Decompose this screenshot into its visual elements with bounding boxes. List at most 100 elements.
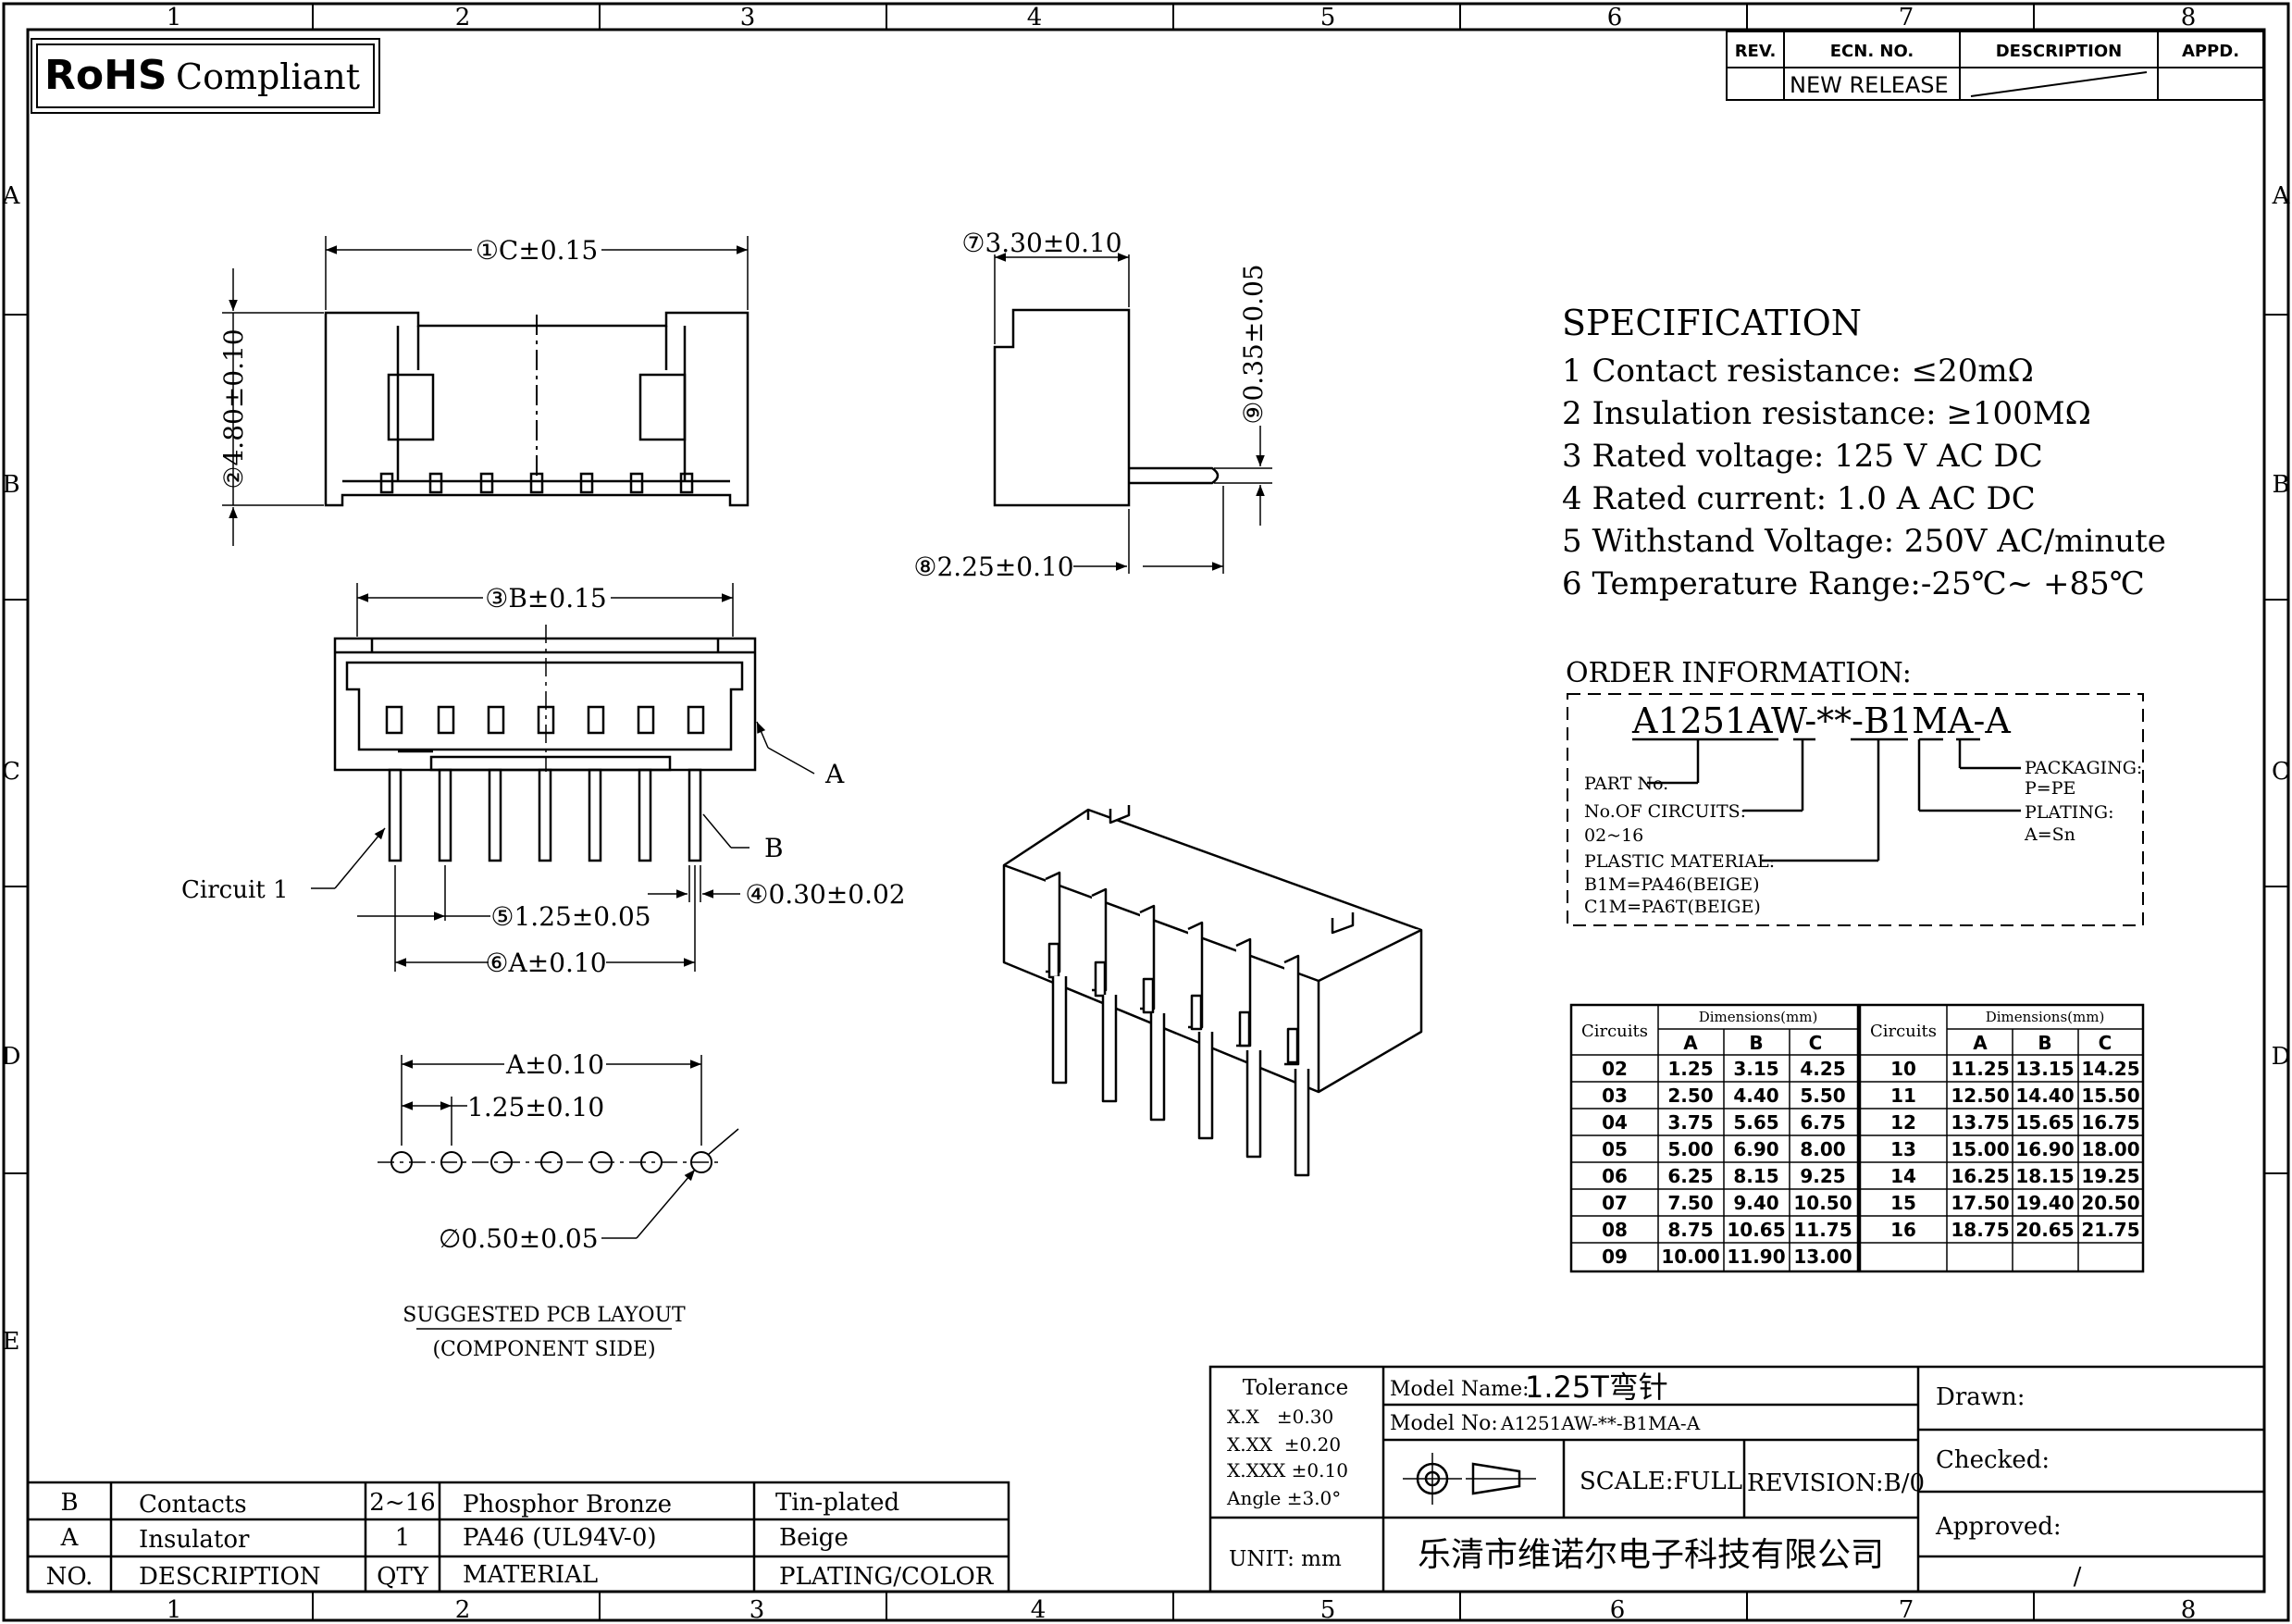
table-cell-right: 14.40 (2015, 1085, 2074, 1107)
dim-pitch-label: ⑤1.25±0.05 (490, 901, 650, 932)
grid-col-2: 2 (455, 4, 471, 31)
rohs-badge: RoHS Compliant (31, 38, 380, 114)
bom-row2-desc: Insulator (139, 1526, 250, 1554)
table-circuits-header-left: Circuits (1581, 1022, 1648, 1041)
grid-col-3: 3 (740, 4, 756, 31)
bom-header-no: NO. (46, 1563, 93, 1591)
order-plating: PLATING: (2025, 802, 2113, 823)
table-cell-left: 03 (1602, 1085, 1628, 1107)
table-cell-right: 15.65 (2015, 1111, 2074, 1134)
bom-header-qty: QTY (377, 1563, 429, 1591)
table-cell-right: 20.50 (2081, 1192, 2139, 1214)
table-cell-left: 06 (1602, 1165, 1628, 1187)
rohs-text: Compliant (176, 56, 360, 97)
spec-item-3: 3 Rated voltage: 125 V AC DC (1562, 438, 2043, 475)
table-cell-left: 3.75 (1667, 1111, 1713, 1134)
title-block: Tolerance X.X ±0.30 X.XX ±0.20 X.XXX ±0.… (1208, 1365, 2266, 1593)
grid-col-6-bottom: 6 (1610, 1596, 1626, 1624)
table-cell-right: 14.25 (2081, 1058, 2139, 1080)
front-view (324, 311, 750, 507)
table-circuits-header-right: Circuits (1870, 1022, 1937, 1041)
front-pin-slots (379, 472, 694, 494)
table-cell-left: 10.00 (1661, 1246, 1719, 1268)
grid-col-5: 5 (1320, 4, 1336, 31)
table-col-b-right: B (2038, 1032, 2051, 1054)
table-cell-right: 12 (1890, 1111, 1916, 1134)
side-view-dims (994, 253, 1272, 574)
dim-pin-w-label: ④0.30±0.02 (745, 879, 905, 910)
table-cell-right: 18.15 (2015, 1165, 2074, 1187)
grid-col-1: 1 (167, 4, 182, 31)
grid-col-3-bottom: 3 (750, 1596, 765, 1624)
dim-b-label: ③B±0.15 (485, 583, 606, 614)
pcb-dim-pitch-label: 1.25±0.10 (467, 1092, 604, 1122)
appd-header: APPD. (2182, 42, 2239, 61)
model-name-label: Model Name: (1390, 1378, 1530, 1401)
top-view (333, 625, 757, 862)
table-cell-right: 18.75 (1951, 1219, 2009, 1241)
checked-label: Checked: (1936, 1446, 2050, 1474)
table-col-a-right: A (1973, 1032, 1988, 1054)
top-view-dims (311, 583, 815, 972)
order-packaging-value: P=PE (2025, 778, 2075, 799)
company-name: 乐清市维诺尔电子科技有限公司 (1418, 1536, 1884, 1574)
table-cell-left: 02 (1602, 1058, 1628, 1080)
grid-row-a: A (2, 182, 21, 210)
dim-tail-label: ⑧2.25±0.10 (913, 552, 1073, 582)
table-cell-left: 8.75 (1667, 1219, 1713, 1241)
specification: SPECIFICATION 1 Contact resistance: ≤20m… (1562, 303, 2166, 602)
order-material-b: B1M=PA46(BEIGE) (1584, 874, 1760, 895)
grid-col-8-bottom: 8 (2181, 1596, 2197, 1624)
pcb-dim-a-label: A±0.10 (505, 1049, 604, 1080)
grid-row-b: B (2, 471, 19, 499)
bom-row2-no: A (60, 1524, 80, 1552)
table-cell-left: 07 (1602, 1192, 1628, 1214)
grid-col-5-bottom: 5 (1320, 1596, 1336, 1624)
table-cell-left: 6.75 (1800, 1111, 1845, 1134)
bom-row2-material: PA46 (UL94V-0) (463, 1524, 657, 1552)
bom-header-material: MATERIAL (463, 1561, 598, 1589)
table-cell-right: 16.25 (1951, 1165, 2009, 1187)
spec-item-2: 2 Insulation resistance: ≥100MΩ (1562, 395, 2091, 432)
grid-col-1-bottom: 1 (167, 1596, 182, 1624)
dimension-table: Circuits Dimensions(mm) Circuits Dimensi… (1569, 1003, 2145, 1273)
revision-label: REVISION:B/0 (1747, 1469, 1925, 1497)
table-cell-right: 13.15 (2015, 1058, 2074, 1080)
pcb-caption-1: SUGGESTED PCB LAYOUT (403, 1304, 686, 1327)
grid-row-a-right: A (2272, 182, 2291, 210)
callout-a: A (824, 759, 845, 789)
table-cell-right: 13.75 (1951, 1111, 2009, 1134)
grid-row-c-right: C (2272, 758, 2290, 786)
table-cell-left: 11.90 (1727, 1246, 1785, 1268)
table-cell-left: 8.15 (1733, 1165, 1778, 1187)
model-no-label: Model No: (1390, 1412, 1498, 1435)
order-circuits-value: 02~16 (1584, 825, 1643, 846)
dim-c-label: ①C±0.15 (476, 235, 598, 266)
table-cell-left: 04 (1602, 1111, 1628, 1134)
model-no: A1251AW-**-B1MA-A (1500, 1412, 1701, 1434)
bom-header-plating: PLATING/COLOR (779, 1563, 995, 1591)
table-cell-left: 11.75 (1793, 1219, 1852, 1241)
table-cell-left: 3.15 (1733, 1058, 1778, 1080)
top-view-pin-cavities (385, 705, 705, 735)
pcb-layout (378, 1055, 739, 1239)
order-code: A1251AW-**-B1MA-A (1631, 700, 2011, 741)
callout-b: B (764, 833, 784, 863)
order-plating-value: A=Sn (2024, 824, 2075, 845)
table-dims-header-right: Dimensions(mm) (1986, 1009, 2105, 1025)
bom-row1-qty: 2~16 (369, 1489, 435, 1517)
table-cell-right: 15 (1890, 1192, 1916, 1214)
spec-item-1: 1 Contact resistance: ≤20mΩ (1562, 353, 2034, 390)
table-cell-left: 05 (1602, 1138, 1628, 1160)
approved-label: Approved: (1935, 1513, 2062, 1541)
table-cell-left: 5.65 (1733, 1111, 1778, 1134)
table-col-c-right: C (2099, 1032, 2112, 1054)
tolerance-angle: Angle ±3.0° (1226, 1487, 1341, 1509)
table-cell-left: 6.25 (1667, 1165, 1713, 1187)
isometric-view (1002, 805, 1423, 1177)
grid-col-4: 4 (1027, 4, 1043, 31)
side-view (993, 308, 1220, 507)
ecn-value: NEW RELEASE (1790, 72, 1949, 98)
